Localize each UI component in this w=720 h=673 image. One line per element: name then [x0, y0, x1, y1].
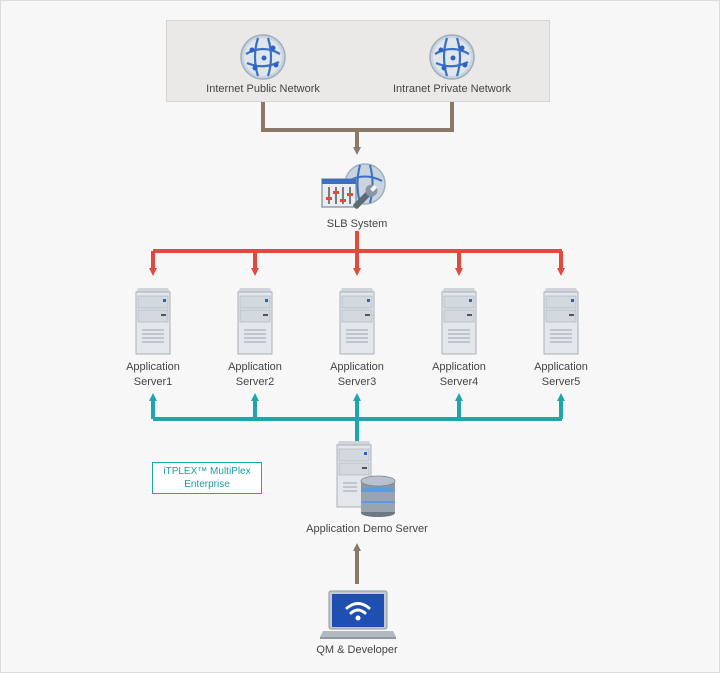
app-server-5-line1: Application: [534, 361, 588, 373]
product-brand-badge: iTPLEX™ MultiPlex Enterprise: [152, 462, 262, 494]
brand-line2: Enterprise: [184, 479, 230, 490]
app-server-5-label: Application Server5: [516, 360, 606, 390]
app-server-1-line1: Application: [126, 361, 180, 373]
app-server-5-line2: Server5: [541, 376, 581, 388]
demo-server-label: Application Demo Server: [306, 523, 428, 535]
globe-icon: [238, 32, 288, 87]
app-server-1-label: Application Server1: [108, 360, 198, 390]
app-server-4-line1: Application: [432, 361, 486, 373]
server-database-icon: [335, 437, 399, 522]
app-server-2-line1: Application: [228, 361, 282, 373]
client-label: QM & Developer: [316, 644, 398, 656]
app-server-4-line2: Server4: [439, 376, 479, 388]
server-icon: [440, 284, 478, 361]
server-icon: [338, 284, 376, 361]
internet-network-label: Internet Public Network: [206, 83, 320, 95]
brand-line1: iTPLEX™ MultiPlex: [163, 466, 251, 477]
server-icon: [236, 284, 274, 361]
app-server-4-label: Application Server4: [414, 360, 504, 390]
app-server-1-line2: Server1: [133, 376, 173, 388]
app-server-2-label: Application Server2: [210, 360, 300, 390]
globe-icon: [427, 32, 477, 87]
laptop-wifi-icon: [320, 589, 396, 646]
app-server-3-line1: Application: [330, 361, 384, 373]
demo-to-servers-link: [149, 393, 565, 441]
app-server-3-label: Application Server3: [312, 360, 402, 390]
slb-control-icon: [319, 161, 389, 224]
network-to-slb-link: [261, 102, 454, 155]
intranet-network-label: Intranet Private Network: [393, 83, 511, 95]
app-server-2-line2: Server2: [235, 376, 275, 388]
slb-to-servers-link: [149, 231, 565, 276]
network-group-box: [166, 20, 550, 102]
server-icon: [542, 284, 580, 361]
server-icon: [134, 284, 172, 361]
slb-system-label: SLB System: [326, 218, 388, 230]
app-server-3-line2: Server3: [337, 376, 377, 388]
